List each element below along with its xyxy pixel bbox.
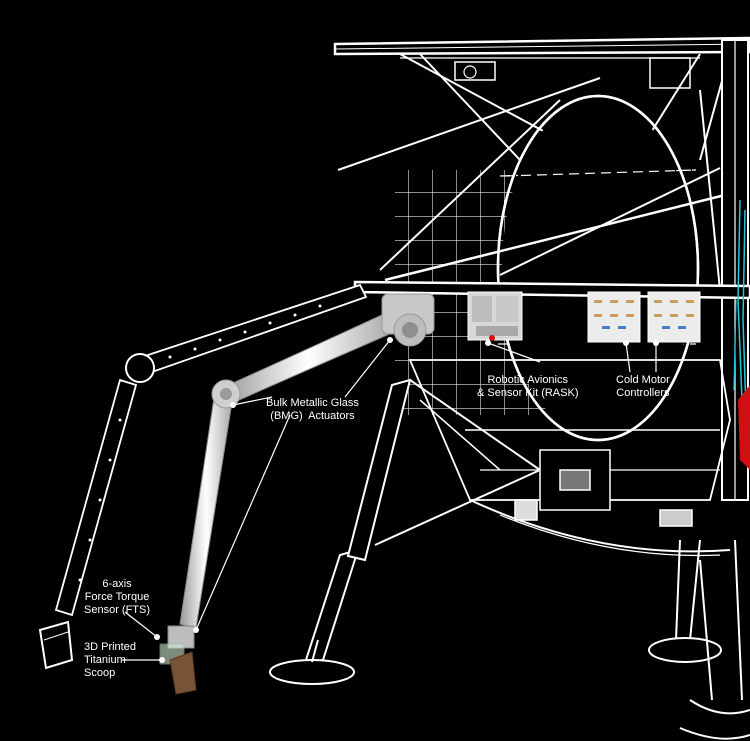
lower-equipment [514, 449, 693, 527]
cable-harness [733, 199, 750, 470]
callout-scoop: 3D Printed Titanium Scoop [84, 641, 136, 679]
stowed-arm-outline [38, 283, 368, 670]
rask-unit [467, 291, 523, 341]
callout-bmg-actuators: Bulk Metallic Glass (BMG) Actuators [266, 397, 359, 422]
shoulder-actuator [381, 293, 435, 347]
callout-rask: Robotic Avionics & Sensor Kit (RASK) [477, 374, 579, 399]
callout-dots [154, 337, 659, 663]
cold-motor-controllers [587, 291, 701, 343]
callout-cold-motor-controllers: Cold Motor Controllers [616, 374, 670, 399]
callout-leaders [122, 339, 657, 661]
robotic-arm [159, 293, 435, 695]
scoop [159, 625, 197, 695]
callout-fts: 6-axis Force Torque Sensor (FTS) [84, 578, 151, 616]
elbow-actuator [211, 379, 241, 409]
